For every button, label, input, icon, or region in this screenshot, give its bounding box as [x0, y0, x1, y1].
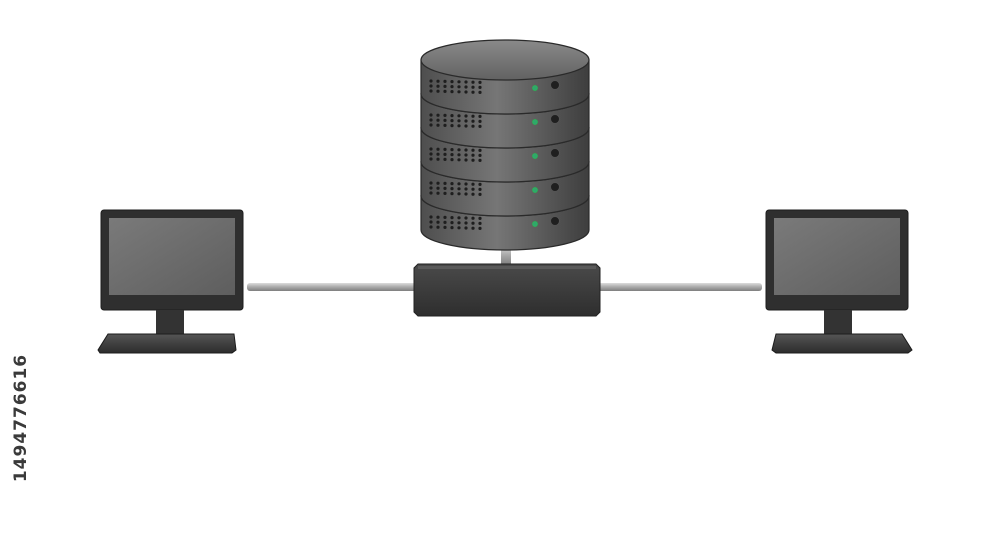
cable-right — [594, 283, 762, 291]
network-switch-icon — [413, 263, 601, 317]
vent-grille — [429, 215, 482, 230]
stock-id-text: 1494776616 — [11, 353, 31, 482]
monitor-base — [97, 333, 237, 354]
stock-watermark-id: 1494776616 — [6, 300, 36, 535]
monitor-icon — [765, 209, 913, 354]
cable-server-switch — [501, 245, 511, 265]
power-button-icon — [550, 148, 560, 158]
monitor-screen — [109, 218, 235, 295]
status-led-icon — [531, 118, 539, 126]
monitor-icon — [97, 209, 244, 354]
server-unit — [420, 39, 590, 115]
vent-grille — [429, 79, 482, 94]
monitor-screen — [774, 218, 900, 295]
vent-grille — [429, 181, 482, 196]
power-button-icon — [550, 182, 560, 192]
power-button-icon — [550, 114, 560, 124]
power-button-icon — [550, 80, 560, 90]
monitor-neck — [824, 310, 852, 336]
status-led-icon — [531, 186, 539, 194]
status-led-icon — [531, 220, 539, 228]
monitor-neck — [156, 310, 184, 336]
database-server-icon — [420, 39, 590, 251]
status-led-icon — [531, 152, 539, 160]
vent-grille — [429, 113, 482, 128]
status-led-icon — [531, 84, 539, 92]
monitor-base — [771, 333, 913, 354]
cable-left — [247, 283, 417, 291]
power-button-icon — [550, 216, 560, 226]
network-cables — [247, 245, 762, 291]
vent-grille — [429, 147, 482, 162]
